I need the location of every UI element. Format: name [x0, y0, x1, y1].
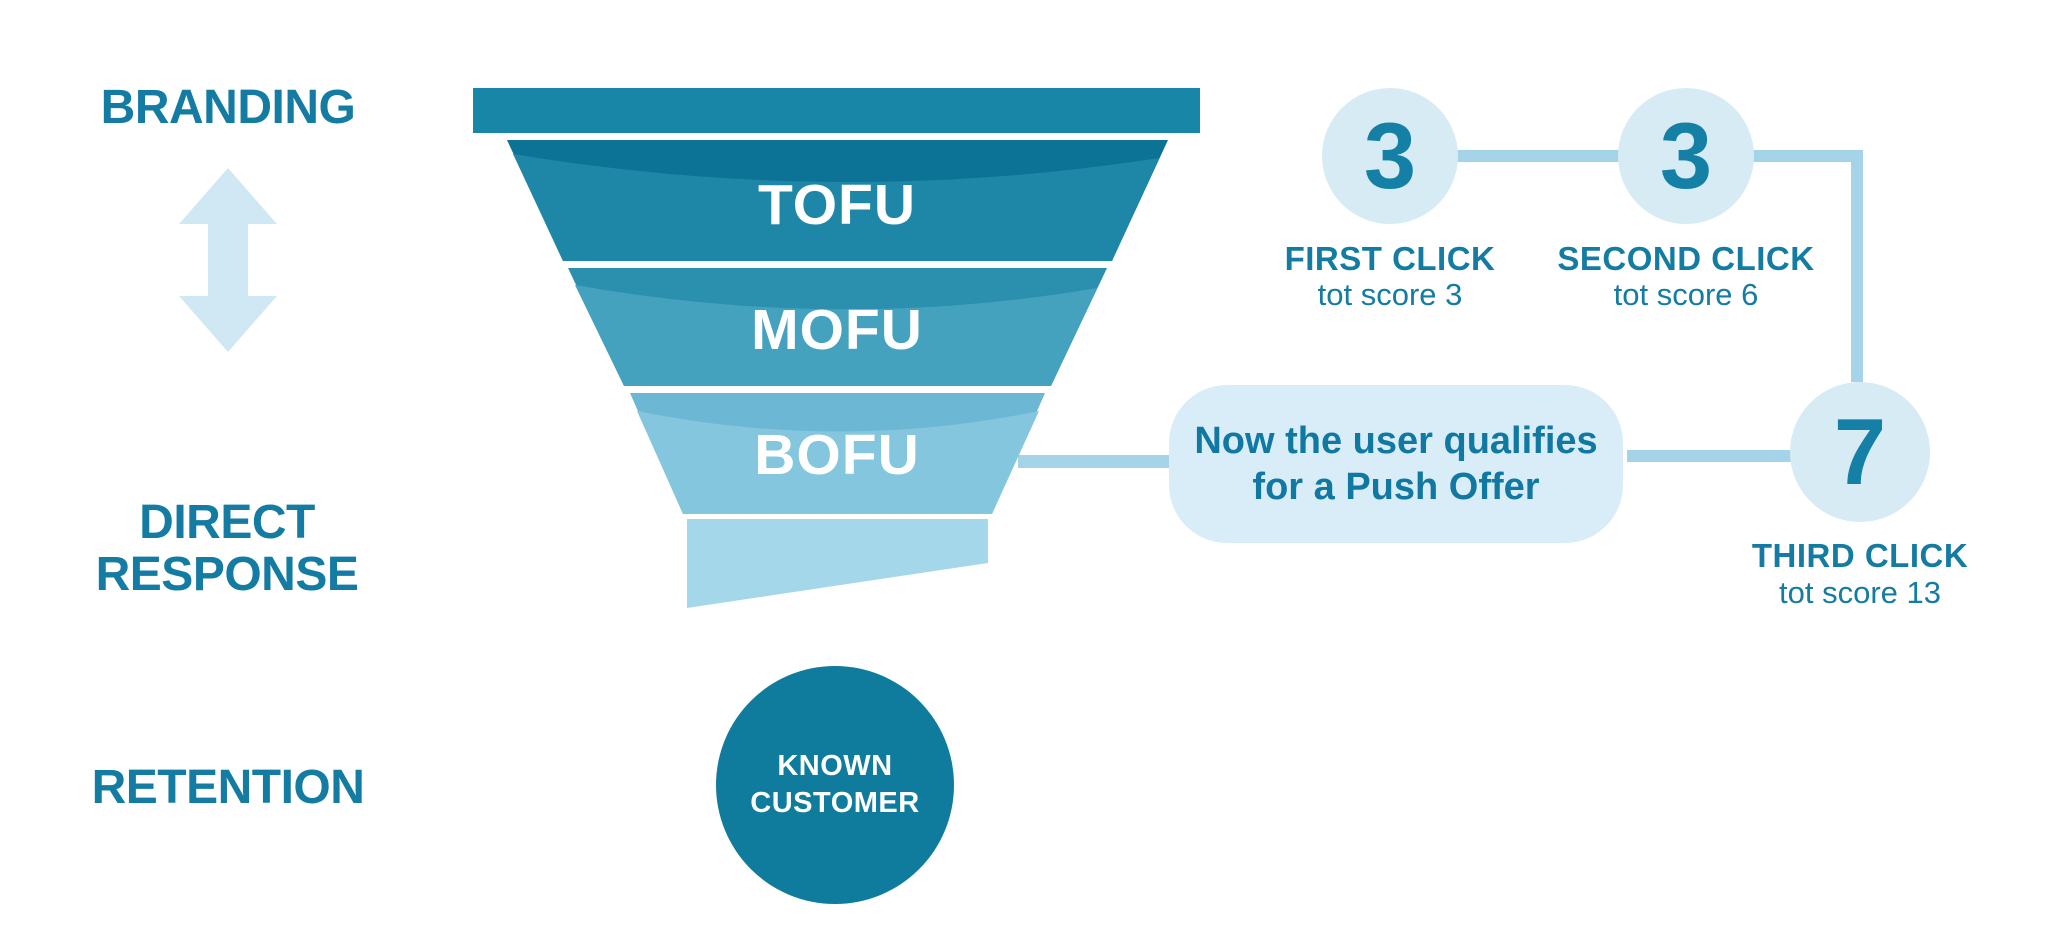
third-click-label: THIRD CLICK — [1751, 537, 1969, 574]
known-customer-circle: KNOWN CUSTOMER — [716, 666, 954, 904]
funnel-stage-label-mofu: MOFU — [751, 298, 923, 362]
direct-response-label: DIRECT RESPONSE — [27, 497, 427, 601]
funnel-stem-shape — [687, 519, 988, 608]
known-customer-line2: CUSTOMER — [750, 787, 920, 819]
updown-arrow-icon — [179, 168, 277, 352]
first-click-value: 3 — [1363, 103, 1417, 208]
third-click-score: tot score 13 — [1779, 575, 1941, 610]
first-click-bubble: 3 — [1322, 88, 1458, 224]
second-click-bubble: 3 — [1618, 88, 1754, 224]
third-click-value: 7 — [1833, 399, 1887, 504]
first-click-label: FIRST CLICK — [1284, 240, 1496, 277]
connector-click2-elbow-horizontal — [1745, 150, 1863, 162]
third-click-bubble: 7 — [1790, 382, 1930, 522]
funnel-stage-label-bofu: BOFU — [754, 423, 920, 487]
push-offer-callout: Now the user qualifies for a Push Offer — [1169, 385, 1623, 543]
funnel-top-bar — [473, 88, 1200, 133]
second-click-score: tot score 6 — [1613, 277, 1759, 312]
funnel-stage-bofu-wave — [637, 411, 1039, 514]
retention-label: RETENTION — [91, 761, 365, 814]
connector-click1-to-click2 — [1455, 150, 1625, 162]
second-click-label: SECOND CLICK — [1557, 240, 1815, 277]
funnel-stage-mofu-wave — [575, 285, 1097, 386]
funnel-stage-tofu-wave — [513, 154, 1159, 261]
direct-response-line2: RESPONSE — [95, 548, 359, 601]
known-customer-line1: KNOWN — [777, 750, 893, 782]
second-click-value: 3 — [1659, 103, 1713, 208]
first-click-score: tot score 3 — [1317, 277, 1463, 312]
connector-callout-to-click3 — [1627, 450, 1795, 462]
funnel-stage-label-tofu: TOFU — [757, 173, 917, 237]
branding-label: BRANDING — [100, 81, 356, 134]
push-offer-line1: Now the user qualifies — [1194, 420, 1598, 462]
direct-response-line1: DIRECT — [139, 496, 315, 549]
connector-click2-elbow-vertical — [1851, 150, 1863, 382]
push-offer-line2: for a Push Offer — [1252, 466, 1540, 508]
connector-bofu-to-callout — [1018, 455, 1170, 468]
